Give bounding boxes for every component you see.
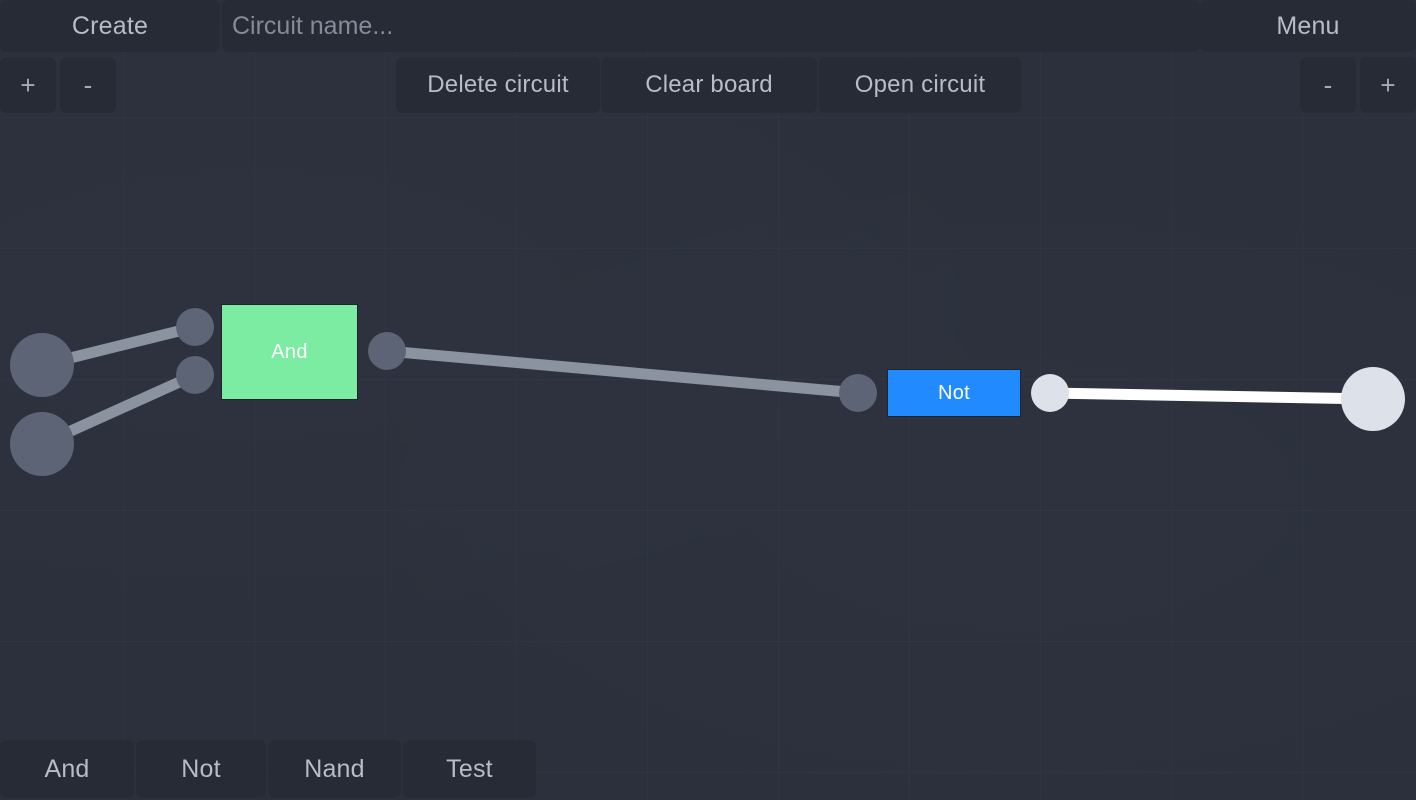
palette-button-test[interactable]: Test xyxy=(403,740,536,798)
zoom-in-right-button[interactable]: + xyxy=(1360,57,1416,113)
circuit-node-gate-output[interactable] xyxy=(368,332,406,370)
wire[interactable] xyxy=(1049,387,1374,405)
circuit-name-input[interactable] xyxy=(222,0,1200,52)
gate-and[interactable]: And xyxy=(222,305,357,399)
zoom-in-left-button[interactable]: + xyxy=(0,57,56,113)
circuit-node-gate-input[interactable] xyxy=(839,374,877,412)
zoom-out-left-button[interactable]: - xyxy=(60,57,116,113)
circuit-node-board-input[interactable] xyxy=(10,333,74,397)
create-button[interactable]: Create xyxy=(0,0,220,52)
zoom-out-right-button[interactable]: - xyxy=(1300,57,1356,113)
palette-button-nand[interactable]: Nand xyxy=(268,740,401,798)
circuit-node-gate-input[interactable] xyxy=(176,356,214,394)
delete-circuit-button[interactable]: Delete circuit xyxy=(396,57,600,113)
circuit-node-board-output[interactable] xyxy=(1341,367,1405,431)
clear-board-button[interactable]: Clear board xyxy=(601,57,817,113)
palette-button-and[interactable]: And xyxy=(0,740,134,798)
gate-not[interactable]: Not xyxy=(888,370,1020,416)
wire[interactable] xyxy=(386,345,859,399)
palette-button-not[interactable]: Not xyxy=(136,740,266,798)
circuit-node-board-input[interactable] xyxy=(10,412,74,476)
open-circuit-button[interactable]: Open circuit xyxy=(819,57,1021,113)
circuit-node-gate-output[interactable] xyxy=(1031,374,1069,412)
menu-button[interactable]: Menu xyxy=(1200,0,1416,52)
circuit-node-gate-input[interactable] xyxy=(176,308,214,346)
